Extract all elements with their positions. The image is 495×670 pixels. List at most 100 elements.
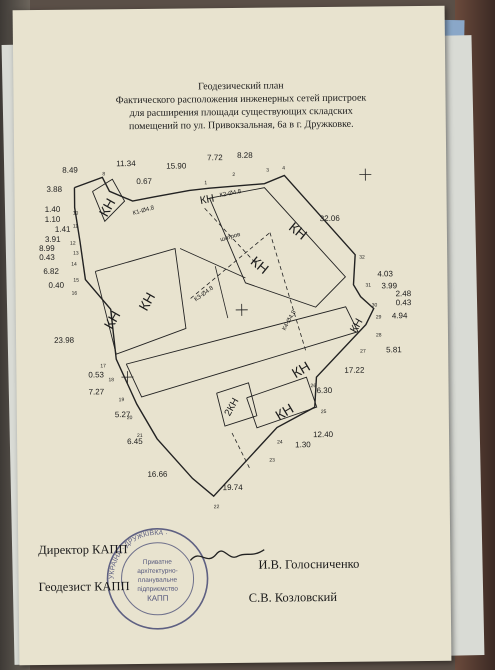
point-number: 18 — [108, 377, 114, 383]
dashed-network — [231, 432, 250, 469]
dimension-label: 0.43 — [39, 253, 55, 262]
dimension-label: 15.90 — [166, 161, 187, 170]
dimension-label: 23.98 — [54, 336, 75, 345]
point-number: 31 — [365, 283, 371, 289]
point-number: 4 — [282, 165, 285, 171]
building-marker: 2КН — [223, 396, 242, 418]
dimension-label: 7.72 — [207, 153, 223, 162]
boundary-line — [73, 174, 375, 498]
dimension-label: 8.99 — [39, 244, 55, 253]
building-outline — [92, 178, 126, 223]
dimension-label: 17.22 — [344, 366, 365, 375]
dimension-label: 1.40 — [45, 205, 61, 214]
dimension-label: 4.03 — [377, 269, 393, 278]
signature — [189, 549, 265, 561]
building-outline — [209, 187, 347, 308]
point-number: 24 — [277, 439, 283, 445]
dimension-label: 6.45 — [127, 437, 143, 446]
point-number: 30 — [372, 302, 378, 308]
point-number: 11 — [73, 224, 78, 230]
point-number: 23 — [269, 458, 275, 464]
building-marker: КН — [248, 253, 272, 277]
building-outline — [246, 376, 318, 429]
building-marker: КН — [348, 317, 366, 335]
dimension-label: 3.91 — [45, 235, 61, 244]
dimension-label: 8.49 — [62, 166, 78, 175]
dashed-network — [190, 232, 271, 299]
well-label: К1-Ø4.8 — [132, 205, 155, 217]
point-number: 8 — [102, 171, 105, 177]
point-number: 13 — [73, 251, 79, 257]
building-marker: КН — [199, 193, 215, 207]
divider-line — [214, 266, 229, 319]
dimension-label: 5.81 — [386, 345, 402, 354]
point-number: 27 — [360, 349, 366, 355]
point-number: 20 — [127, 415, 133, 421]
dimension-label: 4.94 — [392, 311, 408, 320]
dimension-label: 1.10 — [45, 215, 61, 224]
point-number: 10 — [73, 211, 79, 217]
network-label: шатров — [220, 232, 241, 243]
director-role: Директор КАПП — [38, 542, 128, 558]
dimension-label: 19.74 — [223, 483, 244, 492]
well-label: К2-Ø4.8 — [219, 189, 242, 199]
point-number: 12 — [70, 241, 76, 247]
dimension-label: 3.99 — [381, 281, 397, 290]
dimension-label: 7.27 — [89, 387, 105, 396]
building-marker: КН — [101, 308, 124, 332]
dimension-label: 11.34 — [116, 159, 136, 168]
dimension-label: 8.28 — [237, 151, 253, 160]
dimension-label: 0.40 — [48, 281, 64, 290]
dimension-label: 6.82 — [43, 267, 59, 276]
building-marker: КН — [135, 290, 158, 314]
stamp-line: підприємство — [137, 585, 178, 593]
dimension-label: 1.41 — [55, 225, 71, 234]
dimension-label: 0.67 — [136, 177, 152, 186]
stamp-line: планувальне — [138, 577, 178, 584]
dashed-network — [204, 208, 256, 264]
divider-line — [179, 248, 246, 279]
point-number: 29 — [376, 314, 382, 320]
dimension-label: 0.43 — [396, 298, 412, 307]
building-outline — [216, 382, 258, 427]
dimension-label: 0.53 — [88, 370, 104, 379]
official-stamp: УКРАЇНА · ДРУЖКІВКА · Приватне архітекту… — [106, 527, 209, 630]
point-number: 15 — [73, 278, 79, 284]
point-number: 21 — [137, 433, 143, 439]
point-number: 26 — [311, 383, 317, 389]
building-outline — [94, 248, 187, 355]
point-number: 19 — [119, 397, 125, 403]
director-name: И.В. Голосниченко — [258, 556, 360, 572]
surveyor-role: Геодезист КАПП — [38, 579, 130, 595]
building-marker: КН — [95, 195, 118, 219]
dimension-label: 16.66 — [147, 470, 168, 479]
stamp-line: КАПП — [147, 594, 169, 603]
dimension-label: 5.27 — [115, 410, 131, 419]
point-number: 28 — [376, 332, 382, 338]
point-number: 3 — [266, 168, 269, 174]
grid-cross — [121, 168, 372, 384]
surveyor-name: С.В. Козловский — [248, 589, 338, 605]
point-number: 17 — [100, 363, 106, 369]
point-number: 2 — [232, 172, 235, 178]
point-number: 1 — [204, 180, 207, 186]
point-number: 22 — [214, 504, 220, 510]
stamp-line: Приватне — [143, 559, 172, 566]
dimension-label: 2.48 — [396, 289, 412, 298]
dashed-network — [269, 232, 307, 353]
point-number: 32 — [359, 255, 365, 261]
well-label: К4-Ø4.8 — [282, 309, 298, 332]
dimension-label: 6.30 — [317, 386, 333, 395]
point-number: 16 — [72, 291, 78, 297]
stamp-line: архітектурно- — [137, 567, 178, 575]
site-plan: КН КН КН КН КН КН КН КН КН 2КН шатров К1… — [39, 151, 412, 510]
point-number: 25 — [321, 409, 327, 415]
dimension-label: 32.06 — [320, 214, 341, 223]
well-label: К3-Ø4.8 — [194, 285, 216, 303]
point-number: 14 — [71, 262, 77, 268]
dimension-label: 1.30 — [295, 440, 311, 449]
dimension-label: 3.88 — [46, 185, 62, 194]
building-outline — [125, 306, 359, 398]
building-marker: КН — [286, 219, 310, 243]
document-page: Геодезический план Фактического располож… — [12, 5, 452, 666]
